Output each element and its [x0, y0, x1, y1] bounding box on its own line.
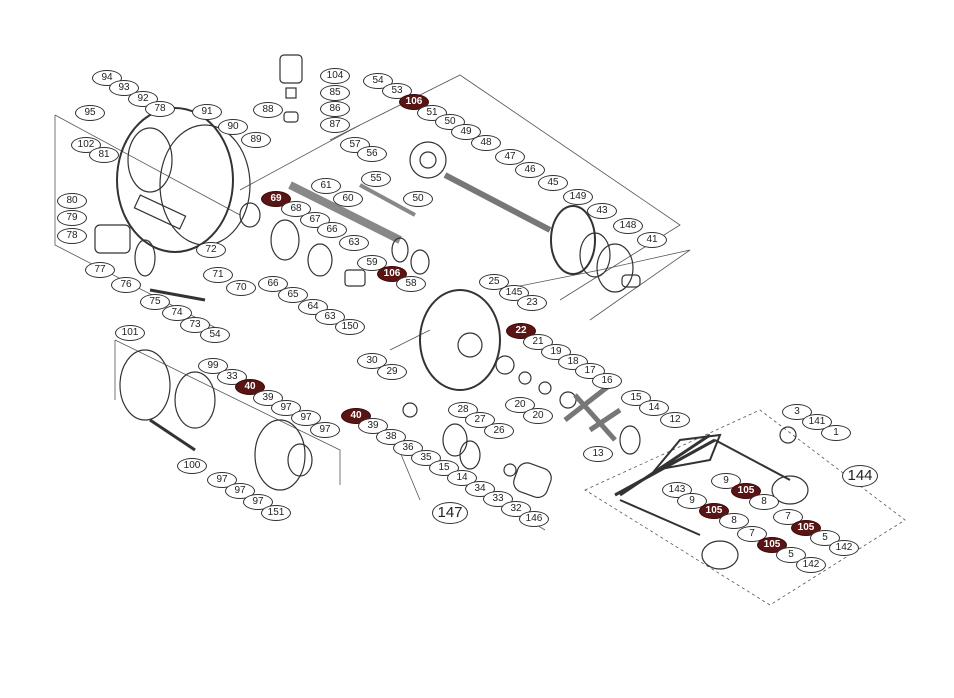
- part-label-7: 7: [737, 526, 767, 542]
- part-label-46: 46: [515, 162, 545, 178]
- part-label-1: 1: [821, 425, 851, 441]
- part-label-50: 50: [403, 191, 433, 207]
- part-label-16: 16: [592, 373, 622, 389]
- part-label-54: 54: [200, 327, 230, 343]
- part-label-61: 61: [311, 178, 341, 194]
- part-label-13: 13: [583, 446, 613, 462]
- part-label-20: 20: [523, 408, 553, 424]
- part-label-144: 144: [842, 465, 878, 487]
- part-label-101: 101: [115, 325, 145, 341]
- part-label-68: 68: [281, 201, 311, 217]
- part-label-66: 66: [258, 276, 288, 292]
- spool-assembly: [119, 349, 313, 491]
- part-label-104: 104: [320, 68, 350, 84]
- part-label-48: 48: [471, 135, 501, 151]
- part-label-8: 8: [719, 513, 749, 529]
- right-side-plate: [419, 289, 641, 455]
- part-label-71: 71: [203, 267, 233, 283]
- part-label-142: 142: [796, 557, 826, 573]
- part-label-76: 76: [111, 277, 141, 293]
- part-label-81: 81: [89, 147, 119, 163]
- part-label-41: 41: [637, 232, 667, 248]
- part-label-147: 147: [432, 502, 468, 524]
- part-label-74: 74: [162, 305, 192, 321]
- part-label-45: 45: [538, 175, 568, 191]
- part-label-148: 148: [613, 218, 643, 234]
- part-label-99: 99: [198, 358, 228, 374]
- part-label-9: 9: [677, 493, 707, 509]
- part-label-151: 151: [261, 505, 291, 521]
- part-label-75: 75: [140, 294, 170, 310]
- part-label-30: 30: [357, 353, 387, 369]
- part-label-27: 27: [465, 412, 495, 428]
- group-outlines: [54, 74, 906, 606]
- level-wind-parts: [94, 181, 430, 302]
- part-label-95: 95: [75, 105, 105, 121]
- part-label-66: 66: [317, 222, 347, 238]
- part-label-78: 78: [57, 228, 87, 244]
- part-label-77: 77: [85, 262, 115, 278]
- part-label-72: 72: [196, 242, 226, 258]
- part-label-47: 47: [495, 149, 525, 165]
- part-label-149: 149: [563, 189, 593, 205]
- part-label-56: 56: [357, 146, 387, 162]
- part-label-43: 43: [587, 203, 617, 219]
- part-label-141: 141: [802, 414, 832, 430]
- part-label-146: 146: [519, 511, 549, 527]
- part-label-97: 97: [310, 422, 340, 438]
- part-label-58: 58: [396, 276, 426, 292]
- part-label-78: 78: [145, 101, 175, 117]
- part-label-49: 49: [451, 124, 481, 140]
- part-label-80: 80: [57, 193, 87, 209]
- star-drag-assembly: [402, 402, 552, 499]
- part-label-8: 8: [749, 494, 779, 510]
- part-label-142: 142: [829, 540, 859, 556]
- part-label-63: 63: [339, 235, 369, 251]
- part-label-12: 12: [660, 412, 690, 428]
- part-label-14: 14: [639, 400, 669, 416]
- part-label-59: 59: [357, 255, 387, 271]
- main-gear-shaft: [409, 141, 641, 293]
- part-label-85: 85: [320, 85, 350, 101]
- part-label-88: 88: [253, 102, 283, 118]
- part-label-65: 65: [278, 287, 308, 303]
- handle-assembly: [614, 426, 809, 570]
- part-label-97: 97: [291, 410, 321, 426]
- part-label-25: 25: [479, 274, 509, 290]
- part-label-90: 90: [218, 119, 248, 135]
- part-label-26: 26: [484, 423, 514, 439]
- part-label-150: 150: [335, 319, 365, 335]
- part-label-93: 93: [109, 80, 139, 96]
- part-label-70: 70: [226, 280, 256, 296]
- part-label-60: 60: [333, 191, 363, 207]
- part-label-29: 29: [377, 364, 407, 380]
- part-label-87: 87: [320, 117, 350, 133]
- part-label-86: 86: [320, 101, 350, 117]
- part-label-55: 55: [361, 171, 391, 187]
- part-label-89: 89: [241, 132, 271, 148]
- part-label-79: 79: [57, 210, 87, 226]
- cast-control-part: [279, 54, 303, 123]
- part-label-91: 91: [192, 104, 222, 120]
- part-label-100: 100: [177, 458, 207, 474]
- part-label-23: 23: [517, 295, 547, 311]
